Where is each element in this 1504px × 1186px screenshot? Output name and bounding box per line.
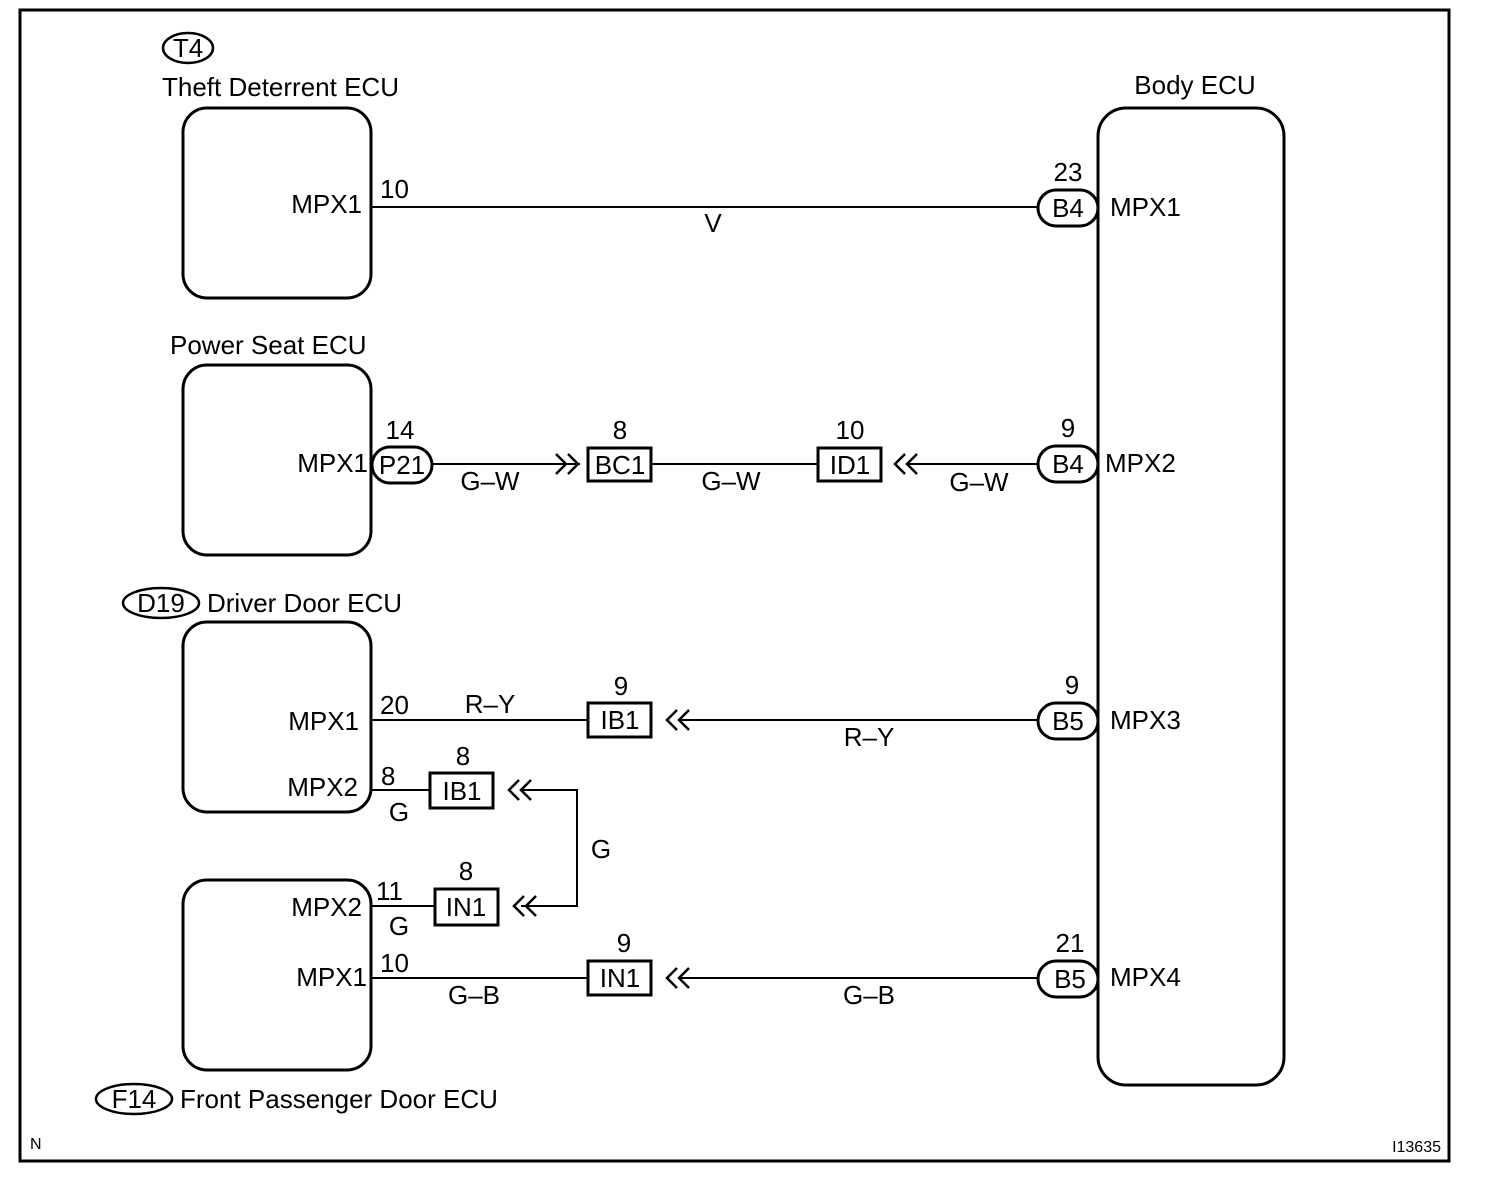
power-seat-wire-2-color: G–W — [701, 466, 761, 496]
corner-label: N — [30, 1136, 42, 1153]
fp-connector-label: F14 — [112, 1084, 157, 1114]
id1-pin: 10 — [836, 415, 865, 445]
driver-door-ecu-box — [181, 620, 373, 814]
in1-8-chevron — [512, 895, 537, 917]
power-seat-ecu-title: Power Seat ECU — [170, 330, 367, 360]
bc1-pin: 8 — [613, 415, 627, 445]
id1-label: ID1 — [830, 450, 870, 480]
theft-pin-number: 10 — [380, 174, 409, 204]
theft-connector-badge — [161, 31, 215, 65]
theft-ecu-title: Theft Deterrent ECU — [162, 72, 399, 102]
fp-mpx2-wire-color: G — [389, 911, 409, 941]
figure-id: I13635 — [1392, 1139, 1441, 1156]
body-connector-mpx1 — [1036, 188, 1100, 228]
fp-mpx1-pin: 10 — [380, 948, 409, 978]
fp-mpx2-pin: 11 — [376, 876, 403, 906]
body-ecu-box — [1096, 106, 1286, 1087]
driver-door-ecu-title: Driver Door ECU — [207, 588, 402, 618]
body-connector-mpx2 — [1036, 444, 1100, 484]
power-seat-pin-name: MPX1 — [297, 448, 368, 478]
ib1-9-label: IB1 — [600, 705, 639, 735]
in1-junction-9 — [586, 959, 653, 997]
driver-mpx2-wire-color: G — [389, 797, 409, 827]
theft-pin-name: MPX1 — [291, 189, 362, 219]
body-mpx2-name: MPX2 — [1105, 448, 1176, 478]
in1-9-pin: 9 — [617, 928, 631, 958]
body-mpx4-connector: B5 — [1054, 964, 1086, 994]
body-connector-mpx4 — [1036, 959, 1100, 999]
ib1-9-pin: 9 — [614, 671, 628, 701]
driver-mpx1-pin: 20 — [380, 690, 409, 720]
driver-connector-label: D19 — [137, 588, 185, 618]
power-seat-wire-1-color: G–W — [460, 466, 520, 496]
theft-ecu-box — [181, 106, 373, 300]
theft-connector-label: T4 — [173, 33, 203, 63]
diagram-frame — [18, 8, 1451, 1163]
id1-junction — [816, 446, 883, 483]
power-seat-pin-number: 14 — [386, 415, 415, 445]
body-ecu-title: Body ECU — [1134, 70, 1255, 100]
fp-mpx2-name: MPX2 — [291, 892, 362, 922]
body-mpx1-pin: 23 — [1054, 157, 1083, 187]
in1-8-label: IN1 — [446, 892, 486, 922]
fp-mpx1-wire-color: G–B — [448, 980, 500, 1010]
body-mpx2-pin: 9 — [1061, 413, 1075, 443]
driver-mpx2-pin: 8 — [381, 761, 395, 791]
body-mpx2-connector: B4 — [1052, 449, 1084, 479]
body-mpx4-pin: 21 — [1056, 928, 1085, 958]
body-mpx1-connector: B4 — [1052, 193, 1084, 223]
bc1-label: BC1 — [595, 450, 646, 480]
front-passenger-door-ecu-title: Front Passenger Door ECU — [180, 1084, 498, 1114]
driver-mpx1-wire-color: R–Y — [465, 689, 516, 719]
body-connector-mpx3 — [1036, 701, 1100, 741]
fp-mpx1-name: MPX1 — [296, 962, 367, 992]
fp-mpx1-wire-right-color: G–B — [843, 980, 895, 1010]
ib1-junction-9 — [586, 701, 653, 739]
power-seat-wire-3-color: G–W — [949, 467, 1009, 497]
driver-mpx1-name: MPX1 — [288, 706, 359, 736]
ib1-8-pin: 8 — [456, 741, 470, 771]
driver-connector-badge — [121, 586, 201, 620]
in1-9-label: IN1 — [600, 963, 640, 993]
link-wire-color: G — [591, 834, 611, 864]
driver-mpx1-wire-right-color: R–Y — [844, 722, 895, 752]
body-mpx3-name: MPX3 — [1110, 705, 1181, 735]
fp-connector-badge — [94, 1082, 174, 1116]
power-seat-ecu-box — [181, 363, 373, 557]
driver-mpx2-name: MPX2 — [287, 772, 358, 802]
body-mpx1-name: MPX1 — [1110, 192, 1181, 222]
body-mpx4-name: MPX4 — [1110, 962, 1181, 992]
ib1-in1-link-wire — [521, 789, 578, 907]
in1-junction-8 — [433, 887, 500, 927]
body-mpx3-connector: B5 — [1052, 706, 1084, 736]
in1-8-pin: 8 — [459, 856, 473, 886]
ib1-junction-8 — [428, 771, 495, 810]
ib1-8-label: IB1 — [442, 776, 481, 806]
front-passenger-door-ecu-box — [181, 878, 373, 1072]
power-seat-connector-label: P21 — [379, 450, 425, 480]
body-mpx3-pin: 9 — [1065, 670, 1079, 700]
theft-wire-color: V — [704, 208, 722, 238]
bc1-chevron — [555, 453, 580, 475]
